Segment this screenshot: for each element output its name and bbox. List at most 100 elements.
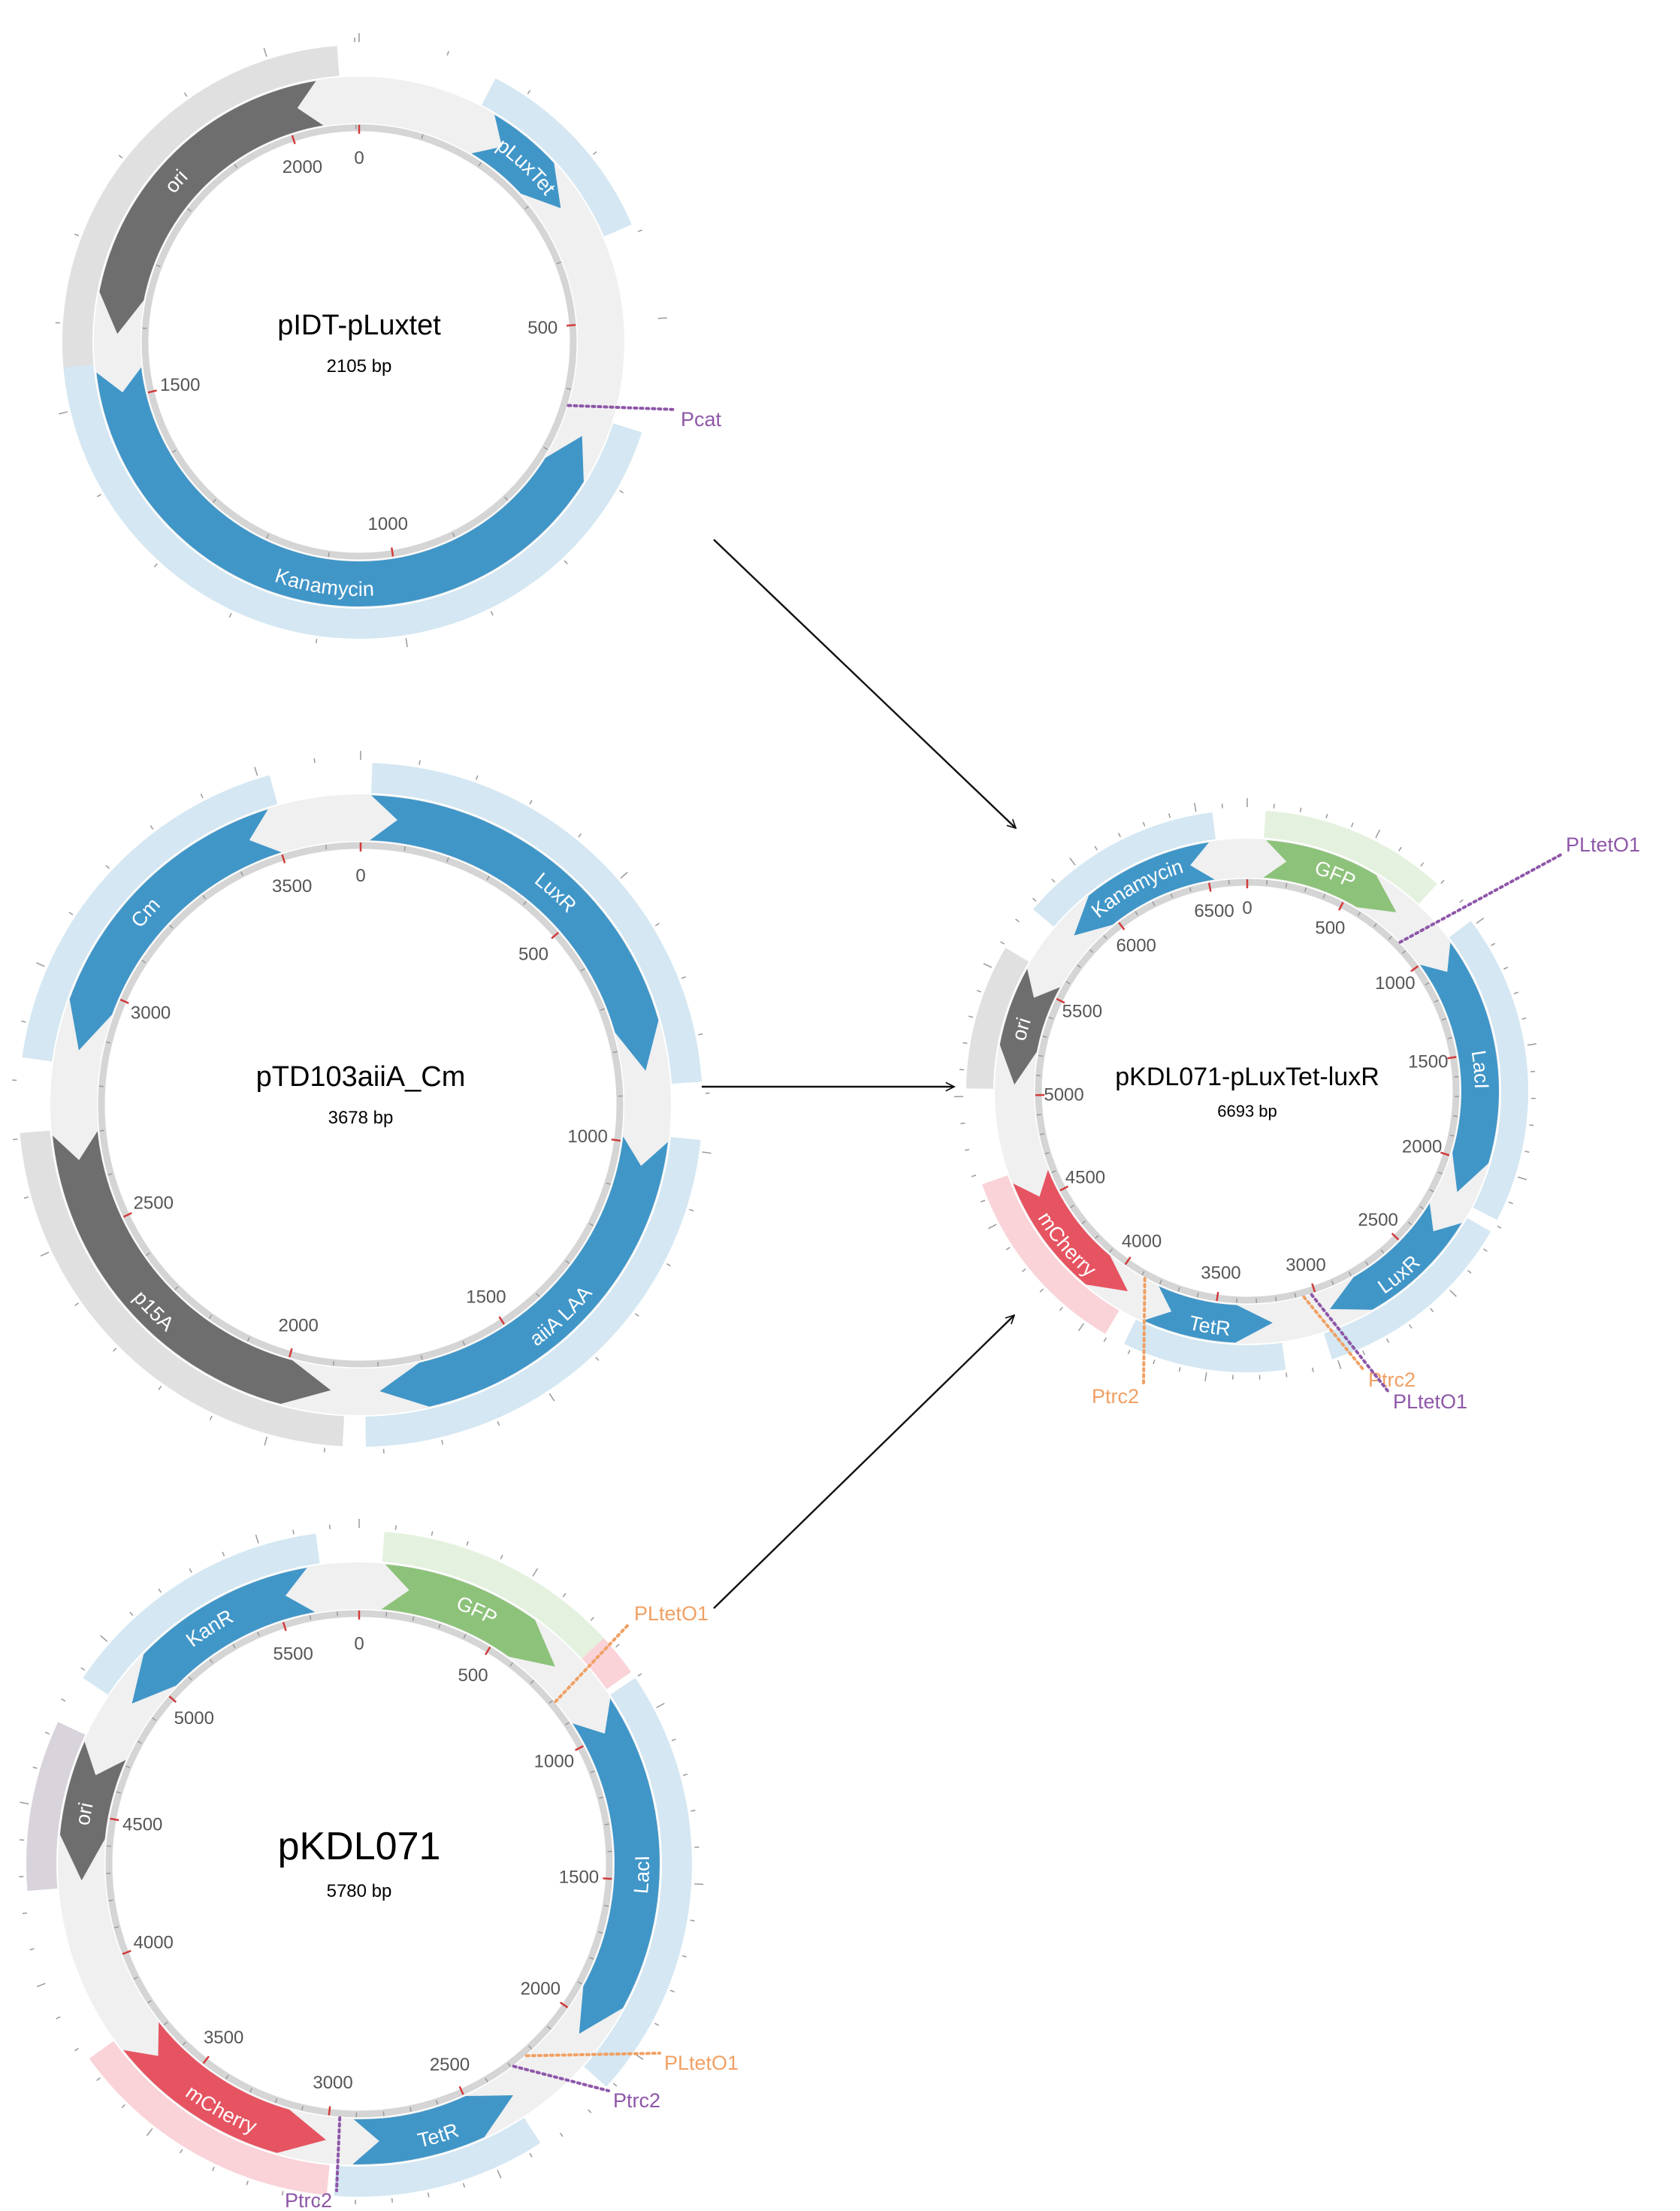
outer-tick — [1051, 879, 1056, 883]
plasmid-name: pTD103aiiA_Cm — [256, 1061, 466, 1093]
feature-mcherry[interactable] — [1013, 1169, 1129, 1292]
outer-tick — [657, 317, 667, 319]
minor-tick — [225, 2075, 229, 2079]
site-label-ptrc2: Ptrc2 — [1368, 1369, 1416, 1391]
outer-tick — [1362, 1350, 1365, 1356]
outer-tick — [681, 1955, 687, 1958]
feature-mcherry[interactable] — [123, 2022, 326, 2153]
major-tick — [202, 2055, 210, 2064]
minor-tick — [188, 1676, 192, 1680]
outer-tick — [983, 963, 993, 968]
outer-tick — [1032, 897, 1037, 902]
feature-pluxtet[interactable] — [471, 114, 561, 208]
outer-tick — [20, 1801, 29, 1804]
feature-kanr[interactable] — [131, 1568, 316, 1704]
minor-tick — [485, 2077, 488, 2082]
feature-tetr[interactable] — [1143, 1286, 1273, 1343]
minor-tick — [462, 1341, 466, 1346]
minor-tick — [113, 1925, 119, 1928]
annotation-band — [1449, 921, 1528, 1220]
minor-tick — [169, 924, 174, 929]
minor-tick — [604, 1823, 609, 1825]
minor-tick — [599, 1796, 604, 1799]
outer-tick — [1483, 1248, 1488, 1252]
outer-tick — [44, 1732, 50, 1735]
feature-kanamycin[interactable] — [96, 367, 584, 606]
major-tick — [1207, 882, 1212, 892]
outer-tick — [146, 2128, 153, 2137]
minor-tick — [1388, 936, 1392, 940]
feature-laci[interactable] — [1419, 942, 1499, 1193]
minor-tick — [1401, 950, 1407, 954]
annotation-band — [334, 2117, 541, 2197]
outer-tick — [634, 1313, 639, 1317]
feature-ori[interactable] — [999, 969, 1060, 1085]
outer-tick — [590, 1617, 594, 1621]
feature-ori[interactable] — [59, 1741, 126, 1881]
outer-tick — [529, 800, 533, 805]
major-tick — [168, 1695, 177, 1703]
outer-tick — [1430, 1308, 1434, 1312]
annotation-band — [22, 775, 278, 1062]
minor-tick — [1331, 1280, 1334, 1285]
outer-tick — [246, 2180, 249, 2185]
outer-tick — [255, 1534, 259, 1544]
major-tick — [122, 1949, 131, 1955]
outer-tick — [1529, 1124, 1534, 1127]
outer-tick — [532, 1568, 539, 1577]
feature-ori[interactable] — [99, 80, 324, 334]
minor-tick — [147, 2000, 152, 2004]
major-tick — [281, 854, 286, 864]
outer-tick — [612, 2082, 618, 2087]
outer-tick — [228, 612, 232, 618]
feature-luxr[interactable] — [370, 795, 659, 1071]
outer-tick — [1000, 941, 1005, 945]
outer-tick — [500, 1554, 503, 1559]
outer-tick — [209, 1415, 213, 1420]
minor-tick — [600, 1008, 606, 1012]
feature-laci[interactable] — [573, 1698, 660, 2034]
outer-tick — [694, 1883, 704, 1886]
tick-label: 4500 — [122, 1815, 162, 1835]
outer-tick — [68, 912, 74, 915]
feature-gfp[interactable] — [381, 1564, 555, 1667]
outer-tick — [29, 1948, 35, 1951]
feature-p15a[interactable] — [53, 1131, 331, 1405]
major-tick — [603, 1877, 612, 1880]
minor-tick — [1441, 1018, 1447, 1021]
outer-tick — [40, 1251, 50, 1257]
feature-label-ori: ori — [71, 1801, 98, 1827]
feature-tetr[interactable] — [352, 2095, 513, 2164]
outer-tick — [595, 1357, 600, 1361]
major-tick — [291, 135, 296, 144]
minor-tick — [274, 2098, 278, 2104]
outer-tick — [1527, 1043, 1536, 1046]
minor-tick — [509, 1662, 514, 1667]
outer-tick — [80, 1667, 86, 1671]
minor-tick — [234, 164, 238, 168]
minor-tick — [325, 844, 328, 850]
plasmid-name: pKDL071 — [278, 1825, 441, 1868]
feature-cm[interactable] — [69, 809, 282, 1051]
major-tick — [559, 2001, 569, 2009]
plasmid-size: 3678 bp — [328, 1108, 394, 1128]
outer-tick — [281, 2191, 284, 2196]
site-leader-plteto1 — [554, 1622, 631, 1704]
outer-tick — [548, 1393, 555, 1402]
major-tick — [1338, 901, 1344, 911]
minor-tick — [116, 1791, 121, 1794]
tick-label: 4500 — [1065, 1167, 1105, 1187]
feature-kanamycin[interactable] — [1074, 842, 1215, 936]
annotation-band — [1323, 1217, 1491, 1360]
feature-luxr[interactable] — [1330, 1203, 1462, 1310]
site-label-plteto1: PLtetO1 — [664, 2052, 739, 2074]
feature-gfp[interactable] — [1263, 839, 1397, 912]
feature-aiia-laa[interactable] — [379, 1136, 669, 1407]
minor-tick — [547, 2025, 551, 2030]
outer-tick — [129, 1611, 134, 1617]
minor-tick — [1434, 1000, 1439, 1003]
minor-tick — [507, 2062, 512, 2067]
outer-tick — [32, 1766, 38, 1769]
outer-tick — [56, 2016, 61, 2019]
minor-tick — [1228, 880, 1230, 885]
